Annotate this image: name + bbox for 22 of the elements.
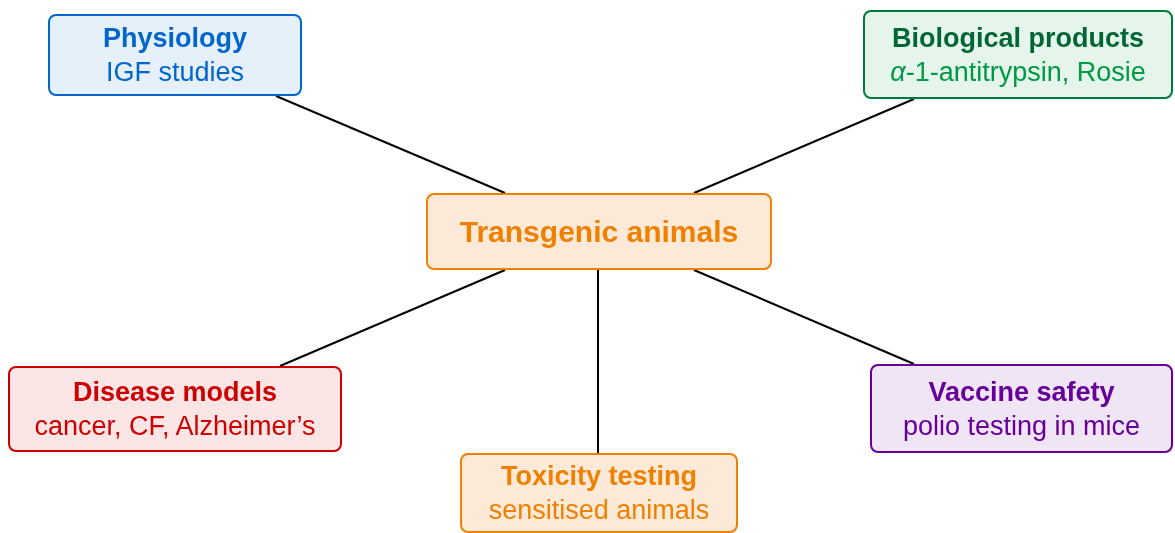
topic-examples: α-1-antitrypsin, Rosie	[890, 55, 1146, 89]
topic-examples: polio testing in mice	[902, 409, 1141, 443]
connector-line	[275, 95, 506, 194]
topic-examples: IGF studies	[105, 56, 244, 89]
topic-heading: Physiology	[103, 22, 247, 55]
central-topic-box	[426, 193, 772, 270]
topic-box	[48, 14, 302, 96]
topic-heading: Disease models	[72, 376, 278, 409]
topic-box	[460, 453, 738, 533]
connector-line	[693, 98, 915, 194]
topic-heading: Vaccine safety	[928, 375, 1115, 409]
topic-heading: Transgenic animals	[459, 214, 739, 249]
topic-examples: cancer, CF, Alzheimer’s	[34, 410, 316, 443]
connector-line	[279, 269, 506, 367]
connector-line	[597, 269, 599, 454]
topic-box	[870, 364, 1173, 453]
topic-box	[863, 10, 1173, 99]
topic-heading: Biological products	[892, 21, 1144, 55]
connector-line	[693, 269, 915, 365]
topic-examples: sensitised animals	[488, 494, 710, 527]
topic-box	[8, 366, 342, 452]
topic-heading: Toxicity testing	[501, 460, 697, 493]
